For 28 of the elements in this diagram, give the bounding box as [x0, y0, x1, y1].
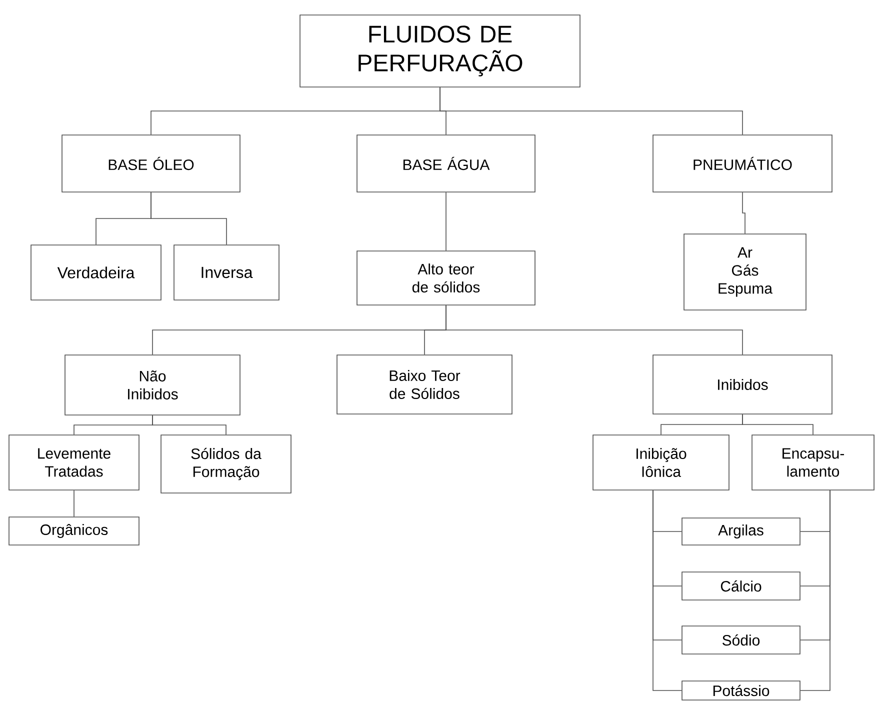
connector-line [652, 490, 682, 691]
process-box: Levemente Tratadas [8, 434, 140, 490]
process-box: Encapsu- lamento [752, 434, 874, 490]
process-box: FLUIDOS DE PERFURAÇÃO [300, 14, 580, 88]
process-box: BASE ÓLEO [62, 134, 240, 192]
process-box: Argilas [682, 518, 800, 546]
connector-line [440, 87, 743, 135]
process-box: Ar Gás Espuma [684, 234, 806, 310]
process-box: PNEUMÁTICO [652, 134, 832, 192]
process-box: Baixo Teor de Sólidos [336, 354, 512, 414]
process-box: Potássio [682, 680, 800, 700]
connector-line [152, 415, 226, 435]
process-box: Inibição Iônica [592, 434, 730, 490]
process-box: Sólidos da Formação [160, 434, 292, 494]
process-box: BASE ÁGUA [356, 134, 536, 192]
process-box: Sódio [682, 626, 800, 654]
connector-line [446, 305, 743, 355]
process-box: Não Inibidos [64, 354, 240, 416]
process-box: Orgânicos [8, 516, 140, 546]
connector-line [742, 192, 746, 234]
connector-line [150, 192, 227, 245]
process-box: Inversa [174, 244, 280, 300]
process-box: Verdadeira [30, 244, 162, 300]
process-box: Inibidos [652, 354, 832, 414]
connector-line [800, 490, 830, 691]
process-box: Cálcio [682, 572, 800, 600]
connector-line [742, 414, 814, 435]
process-box: Alto teor de sólidos [356, 250, 536, 306]
